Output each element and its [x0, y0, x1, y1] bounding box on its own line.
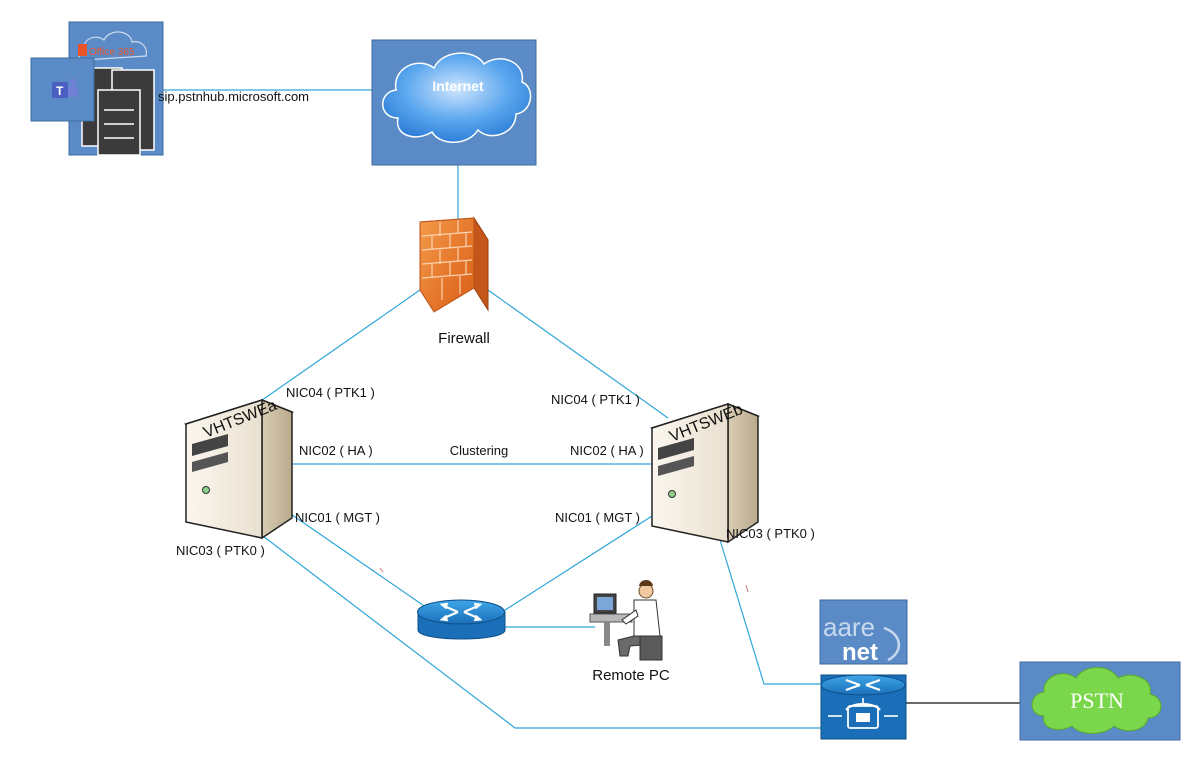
- remote-pc-label: Remote PC: [592, 667, 670, 684]
- firewall-label: Firewall: [438, 330, 490, 347]
- workstation-icon: [589, 580, 663, 661]
- stray-mark: [745, 584, 749, 593]
- server-b: VHTSWEb: [649, 401, 761, 544]
- aarenet-logo-line1: aare: [823, 612, 875, 642]
- server-b-nic03-label: NIC03 ( PTK0 ): [726, 526, 815, 541]
- server-icon: [183, 398, 295, 540]
- aarenet-logo: aare net: [819, 599, 908, 666]
- link-server-b-gateway: [716, 529, 822, 685]
- voice-gateway-icon: [820, 674, 907, 740]
- sip-address-label: sip.pstnhub.microsoft.com: [158, 89, 309, 104]
- server-rack-icon: [81, 67, 155, 156]
- server-b-nic02-label: NIC02 ( HA ): [570, 443, 644, 458]
- pstn-node: PSTN: [1019, 661, 1181, 741]
- server-icon: [649, 402, 761, 544]
- server-a-nic02-label: NIC02 ( HA ): [299, 443, 373, 458]
- teams-icon: T: [52, 78, 78, 98]
- cloud-service: Office 365 T: [30, 21, 164, 156]
- office365-icon: [78, 31, 147, 61]
- server-a-nic04-label: NIC04 ( PTK1 ): [286, 385, 375, 400]
- cloud-icon: [1031, 667, 1162, 734]
- firewall-icon: [419, 216, 489, 313]
- teams-tile: [30, 57, 95, 122]
- clustering-label: Clustering: [450, 443, 509, 458]
- internet-node: Internet: [371, 39, 537, 166]
- server-b-nic01-label: NIC01 ( MGT ): [555, 510, 640, 525]
- office365-label: Office 365: [89, 47, 135, 58]
- link-firewall-server-b: [487, 289, 669, 419]
- link-server-a-gateway: [254, 529, 822, 729]
- internet-label: Internet: [432, 78, 484, 94]
- server-a-nic03-label: NIC03 ( PTK0 ): [176, 543, 265, 558]
- link-server-a-router: [284, 509, 431, 611]
- svg-text:T: T: [56, 84, 64, 98]
- server-a-nic01-label: NIC01 ( MGT ): [295, 510, 380, 525]
- link-server-b-router: [501, 515, 653, 613]
- stray-mark: [379, 567, 384, 573]
- cloud-icon: [382, 52, 532, 143]
- pstn-label: PSTN: [1070, 688, 1124, 713]
- links: [155, 89, 822, 729]
- aarenet-logo-line2: net: [842, 639, 878, 666]
- server-a: VHTSWEa: [183, 397, 295, 540]
- server-b-nic04-label: NIC04 ( PTK1 ): [551, 392, 640, 407]
- link-firewall-server-a: [254, 289, 421, 406]
- router-icon: [417, 599, 506, 640]
